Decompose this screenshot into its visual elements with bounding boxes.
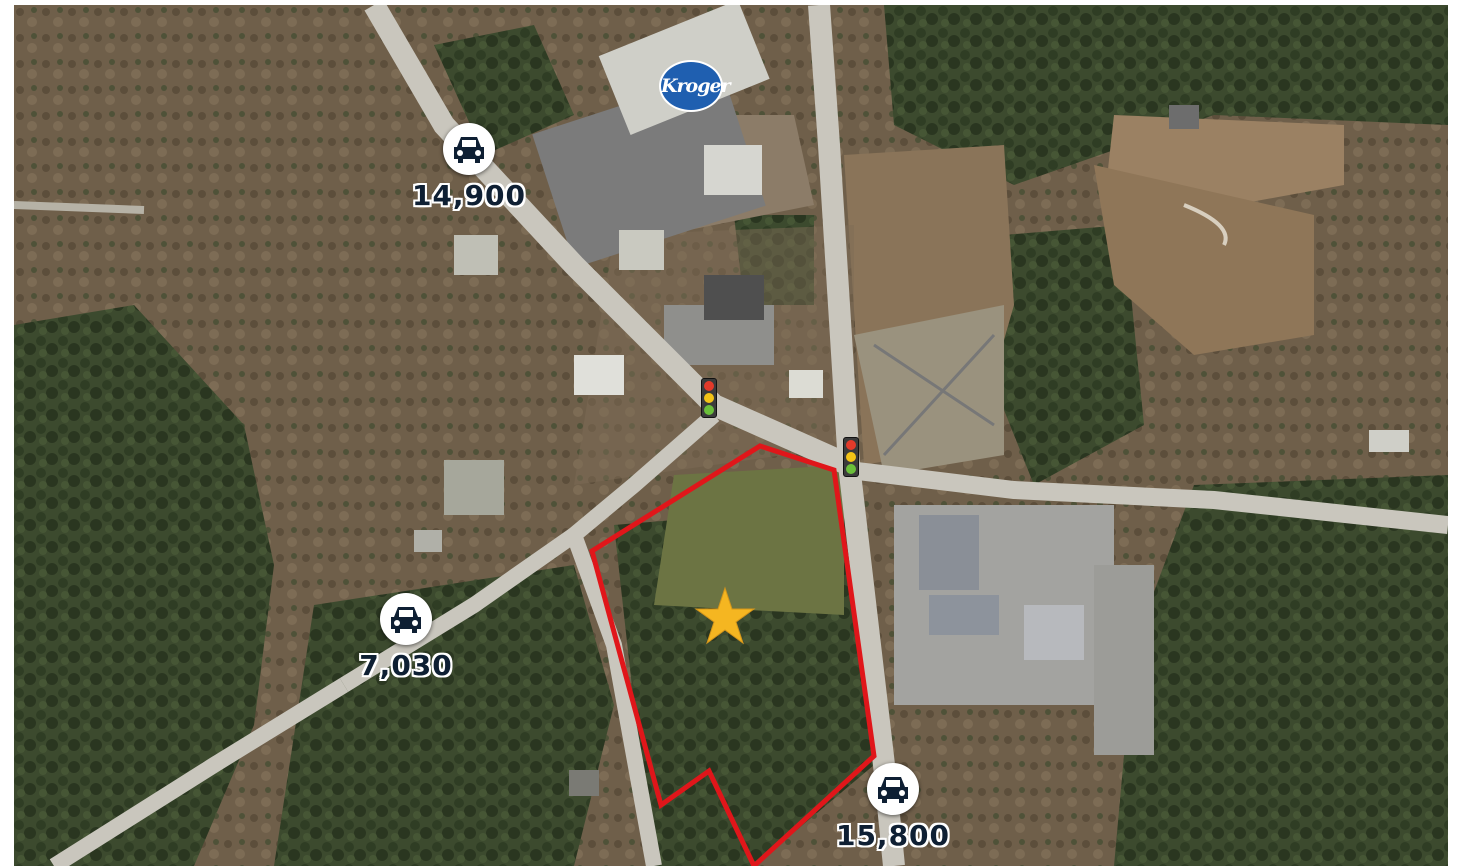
traffic-count-value: 7,030: [359, 649, 453, 682]
star-icon: [694, 586, 756, 645]
traffic-count-value: 15,800: [835, 819, 951, 852]
traffic-count-marker: 14,900: [399, 123, 539, 233]
car-icon: [443, 123, 495, 175]
traffic-light-icon: [843, 437, 859, 477]
aerial-imagery: [14, 5, 1448, 866]
kroger-logo: Kroger: [659, 60, 731, 112]
traffic-light-icon: [701, 378, 717, 418]
traffic-count-marker: 7,030: [336, 593, 476, 703]
car-icon: [380, 593, 432, 645]
aerial-map: Kroger 14,900 7,030 15,800: [14, 5, 1448, 866]
traffic-count-value: 14,900: [411, 179, 527, 212]
parcel-outline: [589, 443, 877, 866]
traffic-count-marker: 15,800: [823, 763, 963, 866]
car-icon: [867, 763, 919, 815]
